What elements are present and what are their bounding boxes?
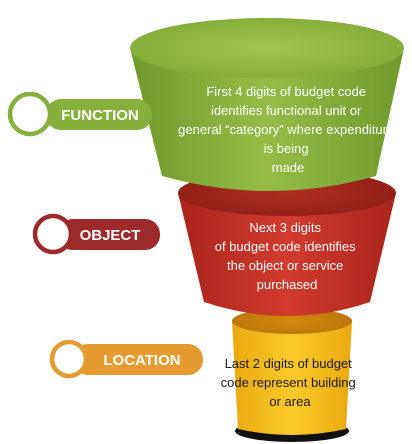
- function-tag-label: FUNCTION: [61, 107, 139, 124]
- object-text-line: purchased: [257, 277, 318, 292]
- function-tag: FUNCTION: [7, 91, 152, 137]
- object-tag: OBJECT: [32, 213, 160, 255]
- location-tag: LOCATION: [49, 339, 203, 379]
- function-description: First 4 digits of budget code identifies…: [178, 84, 398, 175]
- object-description: Next 3 digits of budget code identifies …: [215, 220, 360, 292]
- function-text-line: is being: [264, 141, 309, 156]
- function-text-line: First 4 digits of budget code: [206, 84, 366, 99]
- function-text-line: made: [272, 160, 305, 175]
- object-tag-label: OBJECT: [80, 227, 141, 244]
- object-text-line: of budget code identifies: [215, 239, 356, 254]
- funnel-segment-object: Next 3 digits of budget code identifies …: [178, 170, 396, 316]
- function-text-line: identifies functional unit or: [211, 103, 362, 118]
- location-tag-label: LOCATION: [103, 352, 180, 369]
- object-text-line: Next 3 digits: [249, 220, 321, 235]
- funnel-segment-function: First 4 digits of budget code identifies…: [130, 18, 404, 191]
- location-text-line: code represent building: [221, 375, 356, 390]
- location-description: Last 2 digits of budget code represent b…: [221, 356, 360, 409]
- location-text-line: Last 2 digits of budget: [225, 356, 353, 371]
- location-text-line: or area: [269, 394, 311, 409]
- funnel-segment-location: Last 2 digits of budget code represent b…: [221, 308, 360, 435]
- object-text-line: the object or service: [227, 258, 343, 273]
- function-text-line: general “category” where expenditure: [178, 122, 394, 137]
